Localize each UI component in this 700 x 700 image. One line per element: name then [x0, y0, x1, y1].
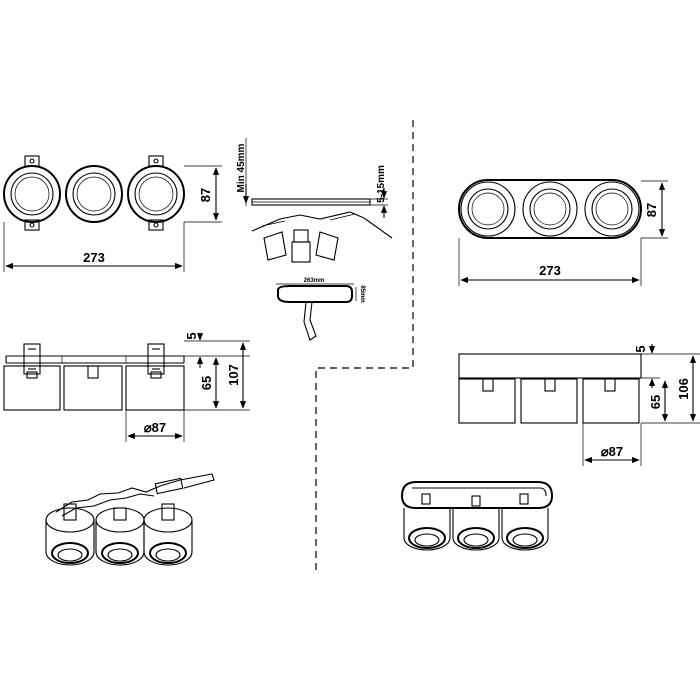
surface-side-top-plate: [458, 353, 642, 379]
recessed-side-spring-clip-right: [147, 343, 165, 379]
recessed-top-view: 87 273: [3, 155, 222, 272]
install-ceiling-label: Min 45mm: [236, 143, 247, 192]
install-thickness-label: 5-15mm: [376, 165, 387, 203]
install-thickness-dim: 5-15mm: [370, 165, 388, 218]
surface-side-view: 5 65 106 ⌀87: [458, 344, 700, 466]
surface-top-dim-height: 87: [641, 180, 668, 239]
surface-top-spot-3: [584, 181, 640, 237]
install-ceiling-dim: Min 45mm: [236, 138, 250, 206]
surface-side-diameter-label: ⌀87: [601, 444, 623, 459]
surface-side-bodies: [458, 378, 640, 424]
surface-side-dims: 5 65 106 ⌀87: [582, 344, 700, 466]
recessed-top-dim-width: 273: [3, 222, 185, 272]
surface-perspective-spot-1: [403, 508, 451, 551]
recessed-top-height-label: 87: [198, 188, 213, 202]
recessed-top-width-label: 273: [83, 250, 105, 265]
recessed-side-spring-clip-left: [23, 343, 41, 379]
section-divider: [315, 120, 414, 570]
surface-side-body-label: 65: [648, 395, 663, 409]
recessed-side-total-label: 107: [226, 364, 241, 386]
surface-perspective: [400, 481, 554, 551]
recessed-top-spot-2: [65, 165, 123, 223]
recessed-top-spot-1: [3, 165, 61, 223]
recessed-perspective: [45, 473, 215, 566]
recessed-perspective-spot-1: [45, 503, 95, 566]
recessed-side-plate-label: 5: [184, 332, 199, 339]
surface-top-view: 87 273: [458, 179, 668, 286]
recessed-top-dim-height: 87: [184, 165, 222, 223]
surface-side-total-label: 106: [676, 378, 691, 400]
recessed-top-spot-3: [127, 165, 185, 223]
recessed-side-view: 5 65 107 ⌀87: [3, 332, 250, 442]
recessed-perspective-spot-2: [95, 507, 145, 566]
surface-top-dim-width: 273: [458, 238, 642, 286]
recessed-side-bodies: [3, 365, 185, 411]
surface-side-plate-label: 5: [633, 345, 648, 352]
surface-top-width-label: 273: [539, 263, 561, 278]
recessed-side-top-plate: [5, 355, 185, 364]
surface-top-spot-2: [522, 181, 578, 237]
install-cutout: 263mm 85mm: [276, 278, 365, 341]
surface-perspective-spot-2: [452, 508, 500, 551]
recessed-perspective-spot-3: [143, 503, 193, 566]
install-cut-depth-label: 85mm: [359, 285, 365, 302]
install-detail: Min 45mm 5-15mm 263mm 8: [236, 138, 393, 341]
surface-top-height-label: 87: [644, 203, 659, 217]
recessed-side-diameter-label: ⌀87: [144, 420, 166, 435]
recessed-side-body-label: 65: [199, 376, 214, 390]
surface-top-spot-1: [460, 181, 516, 237]
surface-perspective-bar: [400, 481, 554, 509]
install-ceiling-panel: [251, 198, 371, 206]
install-cut-length-label: 263mm: [304, 278, 325, 284]
recessed-perspective-wiring: [55, 473, 215, 517]
surface-top-body: [458, 179, 642, 239]
recessed-side-dims: 5 65 107 ⌀87: [125, 332, 250, 442]
install-fixture: [251, 211, 393, 263]
surface-perspective-spot-3: [501, 508, 549, 551]
